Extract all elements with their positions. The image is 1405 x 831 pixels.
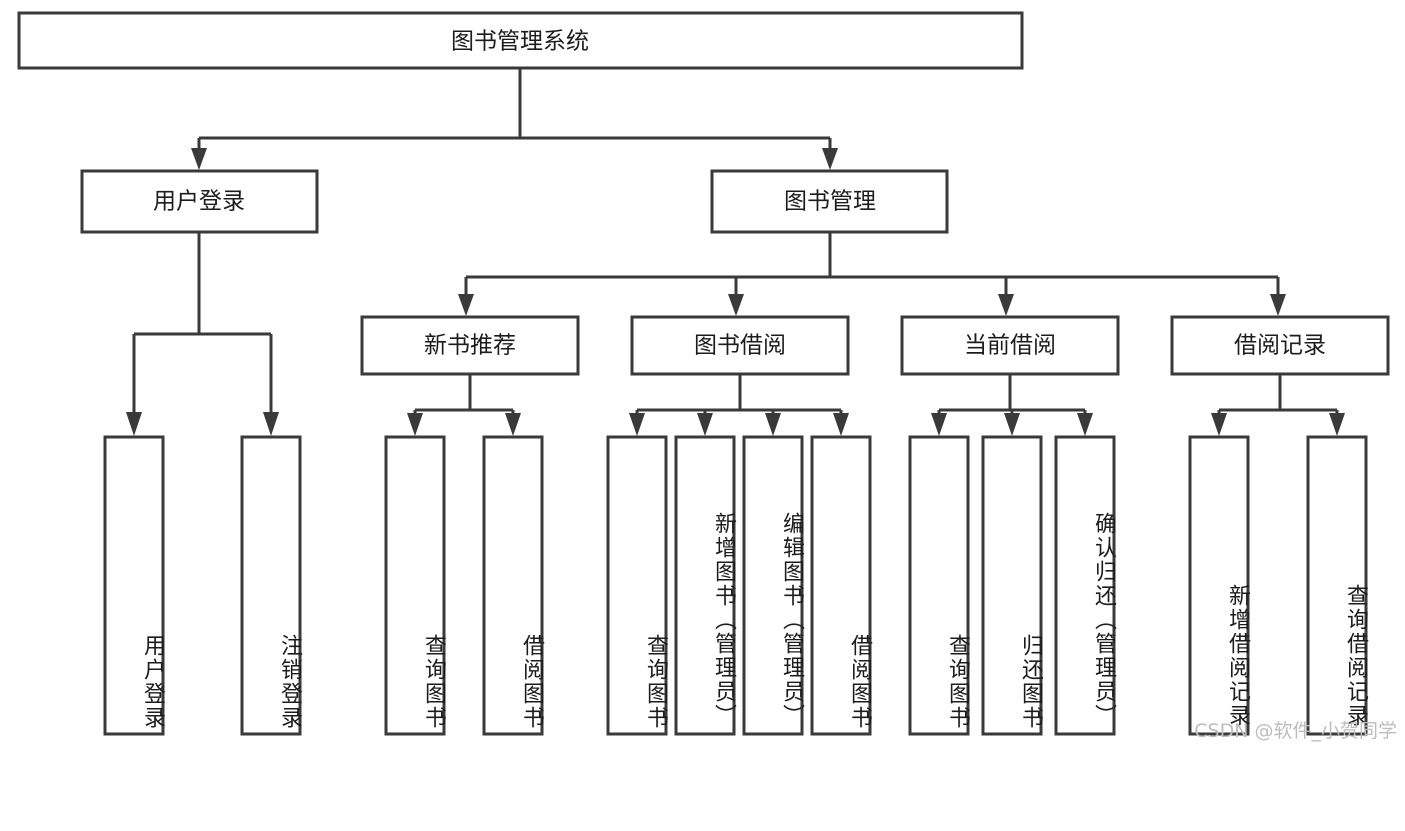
- arrow-root-to-user-login: [191, 148, 207, 170]
- node-current-borrow-label: 当前借阅: [964, 333, 1056, 359]
- node-root[interactable]: [17, 11, 1024, 70]
- arrow-user-login-leaf-0: [126, 412, 142, 436]
- arrow-record-leaf-0: [1211, 413, 1227, 436]
- arrow-borrow-leaf-0: [629, 413, 645, 436]
- arrow-borrow-leaf-1: [697, 413, 713, 436]
- node-root-label: 图书管理系统: [451, 29, 589, 55]
- leaf-box-current-0[interactable]: [908, 435, 970, 736]
- arrow-book-mgmt-to-record: [1270, 294, 1286, 316]
- arrow-root-to-book-mgmt: [822, 148, 838, 170]
- arrow-current-leaf-2: [1077, 413, 1093, 436]
- node-book-borrow-label: 图书借阅: [694, 333, 786, 359]
- leaf-box-current-1[interactable]: [981, 435, 1043, 736]
- arrow-recommend-leaf-0: [407, 413, 423, 436]
- leaf-box-recommend-1[interactable]: [482, 435, 544, 736]
- flowchart-canvas: 图书管理系统 用户登录 图书管理 新书推荐 图书借阅 当前借阅 借阅记录: [17, 11, 1390, 736]
- node-new-book-recommend-label: 新书推荐: [424, 333, 516, 359]
- leaf-box-borrow-3[interactable]: [810, 435, 872, 736]
- arrow-user-login-leaf-1: [263, 412, 279, 436]
- leaf-box-borrow-2[interactable]: [742, 435, 804, 736]
- node-new-book-recommend[interactable]: [360, 315, 580, 376]
- arrow-book-mgmt-to-current: [998, 294, 1014, 316]
- node-book-management-label: 图书管理: [784, 189, 876, 215]
- leaf-box-recommend-0[interactable]: [384, 435, 446, 736]
- leaf-box-user-login-1[interactable]: [240, 435, 302, 736]
- node-current-borrow[interactable]: [900, 315, 1120, 376]
- leaf-box-current-2[interactable]: [1054, 435, 1116, 736]
- leaf-box-borrow-1[interactable]: [674, 435, 736, 736]
- leaf-box-user-login-0[interactable]: [103, 435, 165, 736]
- arrow-current-leaf-0: [931, 413, 947, 436]
- arrow-record-leaf-1: [1329, 413, 1345, 436]
- node-user-login-label: 用户登录: [153, 189, 245, 215]
- node-user-login[interactable]: [80, 169, 319, 234]
- arrow-book-mgmt-to-recommend: [458, 294, 474, 316]
- csdn-watermark: CSDN @软件_小贺同学: [1194, 720, 1397, 742]
- leaf-box-record-0[interactable]: [1188, 435, 1250, 736]
- arrow-borrow-leaf-3: [833, 413, 849, 436]
- arrow-borrow-leaf-2: [765, 413, 781, 436]
- node-borrow-record-label: 借阅记录: [1234, 333, 1326, 359]
- leaf-box-borrow-0[interactable]: [606, 435, 668, 736]
- arrow-current-leaf-1: [1004, 413, 1020, 436]
- arrow-recommend-leaf-1: [505, 413, 521, 436]
- leaf-box-record-1[interactable]: [1306, 435, 1368, 736]
- arrow-book-mgmt-to-borrow: [728, 294, 744, 316]
